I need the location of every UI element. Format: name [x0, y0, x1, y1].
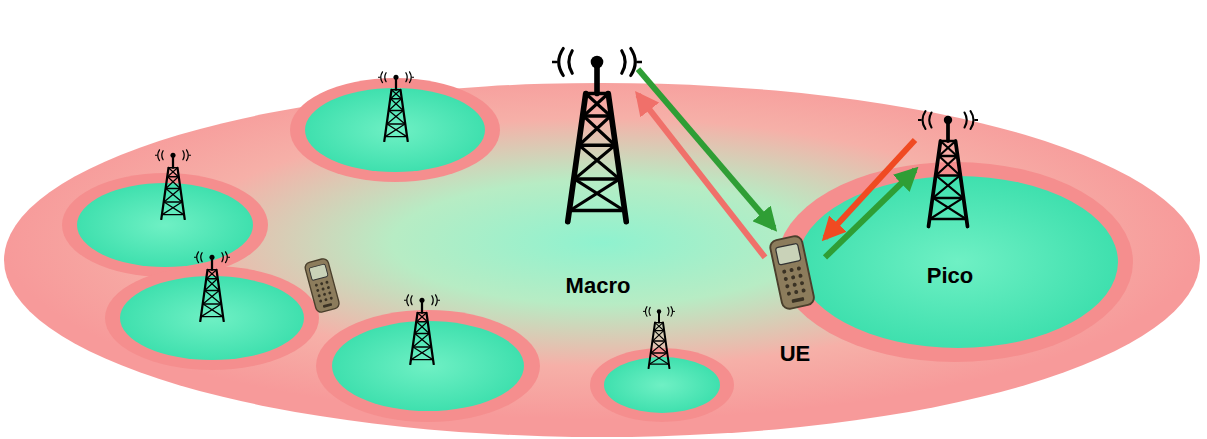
signal-arrow	[825, 140, 915, 238]
signal-arrow	[825, 170, 915, 257]
node-label: Macro	[563, 272, 634, 300]
signal-arrow	[638, 69, 774, 228]
node-label: UE	[777, 340, 814, 368]
signal-arrow	[638, 95, 765, 258]
node-label: Pico	[924, 262, 976, 290]
cell-node: UE	[765, 228, 825, 368]
cell-node: Macro	[558, 15, 638, 300]
cell-node: Pico	[915, 90, 985, 290]
